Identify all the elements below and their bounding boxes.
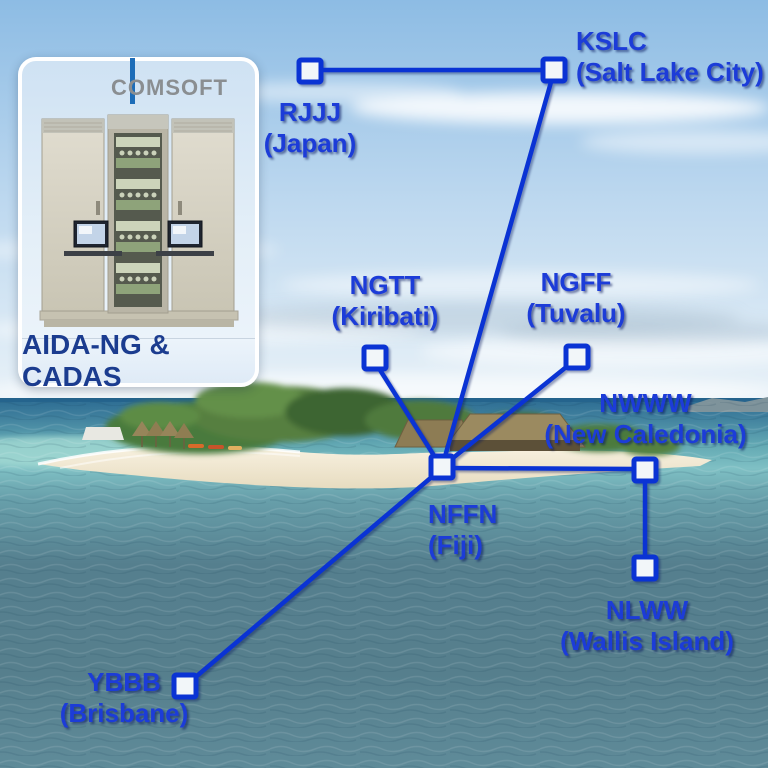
server-rack-image: [39, 114, 239, 327]
node-region: (Tuvalu): [526, 298, 626, 328]
node-square-nlww: [631, 554, 659, 582]
node-region: (Salt Lake City): [576, 57, 764, 87]
node-code: NWWW: [599, 388, 692, 418]
node-region: (Kiribati): [331, 301, 439, 331]
node-code: NGTT: [349, 270, 421, 300]
network-nodes: [171, 56, 659, 700]
node-label-ngff: NGFF (Tuvalu): [496, 267, 656, 329]
link-ngff-nffn: [446, 358, 577, 464]
node-code: YBBB: [87, 667, 161, 697]
node-square-ngtt: [361, 344, 389, 372]
node-label-nffn: NFFN (Fiji): [428, 499, 588, 561]
comsoft-logo: COMSOFT: [111, 75, 228, 100]
node-code: NFFN: [428, 499, 498, 529]
laptop-right: [156, 220, 214, 256]
node-square-nwww: [631, 456, 659, 484]
node-code: RJJJ: [278, 97, 342, 127]
node-region: (Japan): [263, 128, 357, 158]
node-region: (Brisbane): [59, 698, 189, 728]
link-nffn-ybbb: [183, 468, 442, 688]
node-label-kslc: KSLC (Salt Lake City): [576, 26, 768, 88]
node-square-nffn: [428, 453, 456, 481]
node-square-kslc: [540, 56, 568, 84]
node-region: (Fiji): [428, 530, 483, 560]
node-label-rjjj: RJJJ (Japan): [240, 97, 380, 159]
node-code: NGFF: [540, 267, 612, 297]
link-nffn-nwww: [443, 465, 646, 472]
node-square-rjjj: [296, 57, 324, 85]
node-label-nlww: NLWW (Wallis Island): [547, 595, 747, 657]
node-label-nwww: NWWW (New Caledonia): [543, 388, 748, 450]
node-square-ngff: [563, 343, 591, 371]
node-label-ngtt: NGTT (Kiribati): [305, 270, 465, 332]
comsoft-inset-card: COMSOFT: [18, 57, 259, 392]
laptop-left: [64, 220, 122, 256]
network-links: [183, 67, 648, 688]
node-code: NLWW: [605, 595, 689, 625]
comsoft-logo-bar-icon: [130, 58, 135, 104]
node-label-ybbb: YBBB (Brisbane): [34, 667, 214, 729]
link-kslc-nffn: [441, 74, 556, 461]
node-code: KSLC: [576, 26, 647, 56]
node-region: (Wallis Island): [560, 626, 734, 656]
node-region: (New Caledonia): [544, 419, 747, 449]
node-square-ybbb: [171, 672, 199, 700]
link-ngtt-nffn: [373, 360, 440, 464]
